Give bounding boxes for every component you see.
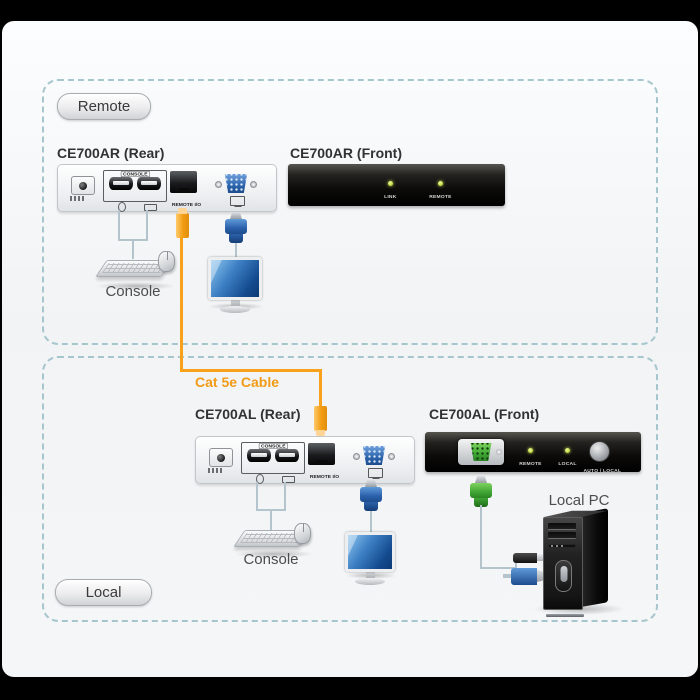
local-zone-label: Local <box>85 584 122 601</box>
led-indicator <box>438 181 443 186</box>
auto-local-button-label: AUTO / LOCAL <box>583 467 622 473</box>
console-port-group: CONSOLE <box>103 170 167 202</box>
remote-zone-label: Remote <box>77 98 131 115</box>
monitor-icon <box>345 532 395 585</box>
mouse-icon <box>256 474 264 484</box>
led-indicator <box>528 448 533 453</box>
drive-bay <box>548 523 576 530</box>
remote-zone-box <box>42 79 658 345</box>
kvm-vga-plug-icon <box>470 476 492 507</box>
monitor-wire <box>370 511 372 533</box>
mouse-icon <box>118 202 126 212</box>
vga-plug-icon <box>503 568 537 585</box>
console-wire <box>284 482 286 510</box>
keyboard-icon <box>144 204 157 211</box>
local-zone-pill: Local <box>55 579 152 606</box>
drive-bay <box>548 532 576 539</box>
front-io-strip <box>548 544 576 548</box>
console-wire <box>118 210 120 240</box>
pc-side-face <box>581 508 608 607</box>
console-group-label: CONSOLE <box>104 166 166 184</box>
remote-io-label: REMOTE I/O <box>309 473 340 479</box>
monitor-wire <box>235 243 237 258</box>
kvm-cable <box>480 567 516 569</box>
shadow <box>96 282 176 290</box>
remote-led-label: REMOTE <box>519 460 542 466</box>
usb-port-icon <box>137 177 161 190</box>
screw-icon <box>353 453 360 460</box>
rj45-port-icon <box>170 171 197 193</box>
auto-local-button <box>589 441 610 462</box>
rj45-plug-icon <box>176 208 189 238</box>
ce700al-front-device: REMOTE LOCAL AUTO / LOCAL <box>425 432 641 473</box>
console-group-label: CONSOLE <box>242 438 304 456</box>
screw-icon <box>388 453 395 460</box>
local-zone-box <box>42 356 658 622</box>
cat5e-cable-segment <box>319 369 322 407</box>
mouse-icon <box>158 251 175 272</box>
local-pc-tower <box>541 508 615 617</box>
monitor-icon <box>208 257 262 313</box>
usb-port-icon <box>275 449 299 462</box>
power-button-pod <box>555 560 572 592</box>
remote-zone-pill: Remote <box>57 93 151 120</box>
remote-console-label: Console <box>105 283 161 300</box>
power-jack-icon <box>71 176 95 195</box>
ce700ar-rear-device: CONSOLE REMOTE I/O <box>57 164 277 212</box>
vga-socket <box>224 174 248 193</box>
remote-io-label: REMOTE I/O <box>171 201 202 207</box>
ce700ar-front-device: LINK REMOTE <box>288 164 505 206</box>
screw-icon <box>215 181 222 188</box>
kvm-vga-port-icon <box>458 439 504 465</box>
ce700ar-front-title: CE700AR (Front) <box>290 145 403 161</box>
rj45-port-icon <box>308 443 335 465</box>
pc-foot <box>546 614 584 617</box>
mouse-icon <box>294 523 311 544</box>
kvm-cable <box>515 558 517 568</box>
console-wire <box>256 482 258 510</box>
vga-port-icon <box>353 446 395 466</box>
ce700al-rear-device: CONSOLE REMOTE I/O <box>195 436 415 484</box>
link-led-label: LINK <box>383 193 397 199</box>
cat5e-cable-label: Cat 5e Cable <box>195 374 280 390</box>
ce700ar-rear-title: CE700AR (Rear) <box>57 145 165 161</box>
shadow <box>234 550 314 558</box>
usb-plug-icon <box>513 553 545 563</box>
monitor-icon <box>230 196 245 206</box>
local-console-label: Console <box>243 551 299 568</box>
local-pc-label: Local PC <box>548 492 610 509</box>
console-port-group: CONSOLE <box>241 442 305 474</box>
vga-socket <box>362 446 386 465</box>
keyboard-icon <box>282 476 295 483</box>
vga-port-icon <box>215 174 257 194</box>
cat5e-cable-segment <box>180 369 320 372</box>
kvm-cable <box>480 505 482 568</box>
pc-front-face <box>543 517 584 617</box>
local-led-label: LOCAL <box>557 460 577 466</box>
power-jack-tag <box>208 468 223 473</box>
console-wire <box>132 239 134 259</box>
pc-top-face <box>543 510 608 518</box>
led-indicator <box>388 181 393 186</box>
monitor-icon <box>368 468 383 478</box>
remote-led-label: REMOTE <box>429 193 452 199</box>
rj45-plug-icon <box>314 406 327 436</box>
ce700al-front-title: CE700AL (Front) <box>429 406 540 422</box>
vga-plug-icon <box>360 480 382 511</box>
power-jack-icon <box>209 448 233 467</box>
console-wire <box>146 210 148 240</box>
screw-icon <box>250 181 257 188</box>
led-indicator <box>565 448 570 453</box>
ce700al-rear-title: CE700AL (Rear) <box>195 406 301 422</box>
usb-port-icon <box>247 449 271 462</box>
power-jack-tag <box>70 196 85 201</box>
vga-plug-icon <box>225 212 247 243</box>
console-wire <box>270 509 272 531</box>
cat5e-cable-segment <box>180 237 183 371</box>
usb-port-icon <box>109 177 133 190</box>
